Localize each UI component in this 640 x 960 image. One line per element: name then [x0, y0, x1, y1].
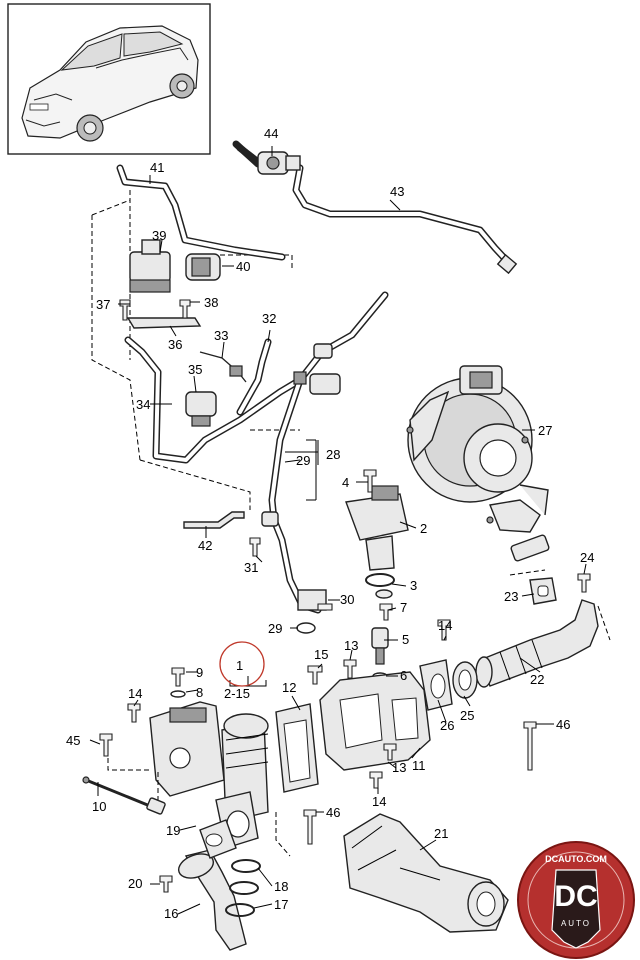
label-42: 42: [198, 538, 212, 553]
seal-17-18: [225, 859, 261, 917]
coolant-pipe-16: [159, 819, 247, 951]
label-38: 38: [204, 295, 218, 310]
label-30: 30: [340, 592, 354, 607]
highlight-circle: [219, 641, 265, 687]
label-23: 23: [504, 589, 518, 604]
label-14c: 14: [128, 686, 142, 701]
label-29a: 29: [296, 453, 310, 468]
intake-pipe-21: [303, 721, 537, 933]
temp-sensor-10: [82, 776, 166, 815]
watermark-sub-text: AUTO: [561, 919, 591, 928]
pipe-28: [249, 291, 389, 634]
label-22: 22: [530, 672, 544, 687]
vacuum-assembly: [91, 164, 304, 529]
label-31: 31: [244, 560, 258, 575]
label-6: 6: [400, 668, 407, 683]
label-9: 9: [196, 665, 203, 680]
vehicle-thumbnail: [7, 3, 211, 155]
label-5: 5: [402, 632, 409, 647]
gasket-23: [529, 573, 591, 605]
label-36: 36: [168, 337, 182, 352]
label-41: 41: [150, 160, 164, 175]
label-18: 18: [274, 879, 288, 894]
label-20: 20: [128, 876, 142, 891]
label-35: 35: [188, 362, 202, 377]
label-45: 45: [66, 733, 80, 748]
label-15: 15: [314, 647, 328, 662]
label-13b: 13: [392, 760, 406, 775]
label-2-15: 2-15: [224, 686, 250, 701]
label-32: 32: [262, 311, 276, 326]
label-33: 33: [214, 328, 228, 343]
label-43: 43: [390, 184, 404, 199]
label-8: 8: [196, 685, 203, 700]
label-34: 34: [136, 397, 150, 412]
label-4: 4: [342, 475, 349, 490]
label-16: 16: [164, 906, 178, 921]
watermark-site-text: DCAUTO.COM: [545, 854, 607, 864]
label-7: 7: [400, 600, 407, 615]
label-14b: 14: [372, 794, 386, 809]
label-3: 3: [410, 578, 417, 593]
label-1: 1: [236, 658, 243, 673]
label-44: 44: [264, 126, 278, 141]
label-13a: 13: [344, 638, 358, 653]
egr-actuator-2: [345, 469, 409, 680]
turbocharger-27: [406, 365, 550, 562]
label-14a: 14: [438, 618, 452, 633]
label-40: 40: [236, 259, 250, 274]
dcauto-watermark-logo: DCAUTO.COM DC AUTO: [517, 841, 635, 959]
label-37: 37: [96, 297, 110, 312]
label-24: 24: [580, 550, 594, 565]
flange-26: [419, 659, 478, 711]
leader-lines: [89, 146, 587, 915]
label-26: 26: [440, 718, 454, 733]
label-19: 19: [166, 823, 180, 838]
label-28: 28: [326, 447, 340, 462]
watermark-logo-text: DC: [554, 880, 597, 913]
label-12: 12: [282, 680, 296, 695]
egr-manifold-11: [275, 619, 451, 793]
label-46a: 46: [326, 805, 340, 820]
label-2: 2: [420, 521, 427, 536]
label-21: 21: [434, 826, 448, 841]
label-25: 25: [460, 708, 474, 723]
label-46b: 46: [556, 717, 570, 732]
label-10: 10: [92, 799, 106, 814]
label-17: 17: [274, 897, 288, 912]
label-29b: 29: [268, 621, 282, 636]
label-39: 39: [152, 228, 166, 243]
part-labels: 44 43 41 39 40 37 38 36 33 32 35 34 29 2…: [66, 126, 594, 921]
label-11: 11: [412, 758, 426, 773]
check-valve-44: [232, 140, 301, 175]
label-27: 27: [538, 423, 552, 438]
